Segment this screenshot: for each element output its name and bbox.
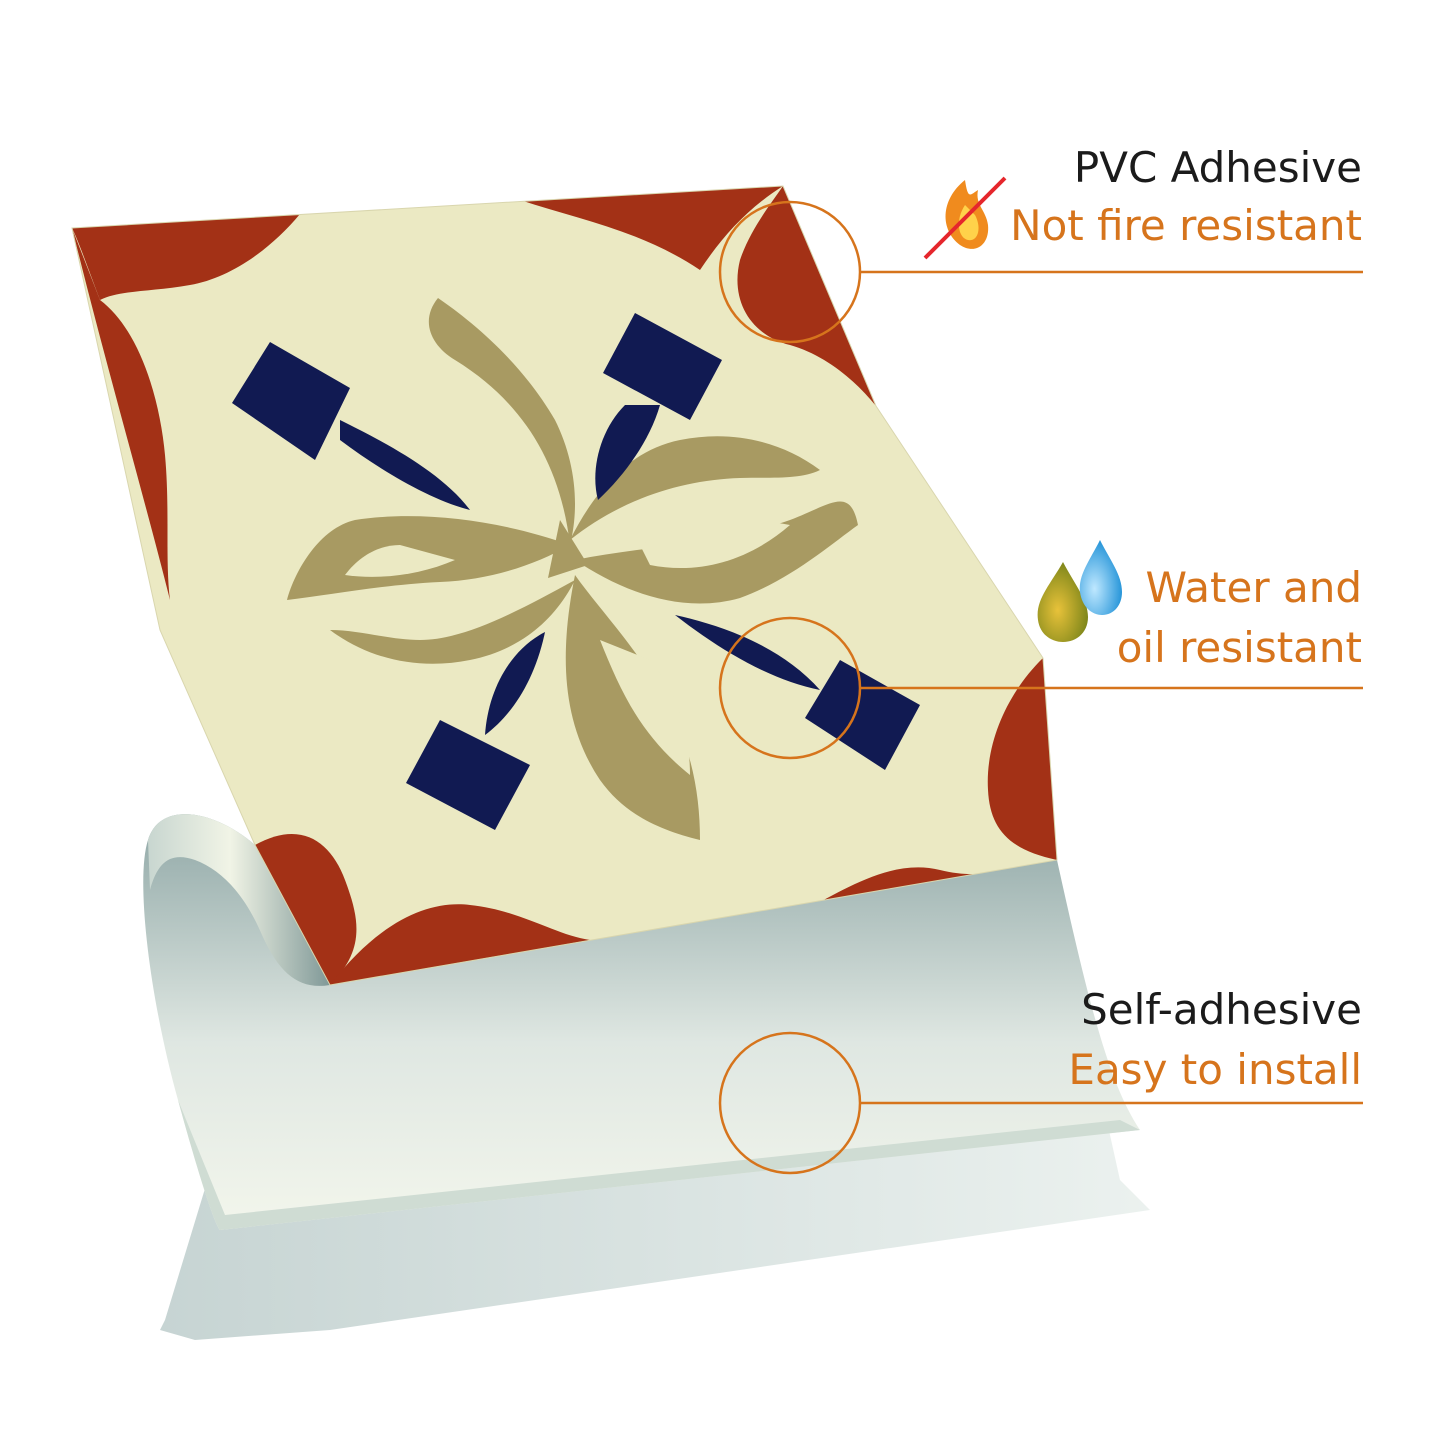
backing-front-edge (178, 1100, 1140, 1230)
callout-fire (718, 200, 1363, 344)
feature-pvc-title: PVC Adhesive (1073, 143, 1362, 192)
feature-water-line1: Water and (1145, 563, 1362, 612)
callout-adhesive (718, 1031, 1363, 1175)
callout-water (718, 616, 1363, 760)
backing-curl (148, 814, 330, 986)
backing-liner (143, 814, 1140, 1230)
feature-water-line2: oil resistant (1116, 623, 1362, 672)
no-fire-icon (923, 176, 1007, 260)
feature-install-subtitle: Easy to install (1068, 1045, 1362, 1094)
water-oil-drops-icon (1037, 540, 1122, 642)
feature-self-adhesive-title: Self-adhesive (1081, 985, 1362, 1034)
tile-edge (71, 185, 1058, 986)
feature-fire-subtitle: Not fire resistant (1010, 201, 1362, 250)
